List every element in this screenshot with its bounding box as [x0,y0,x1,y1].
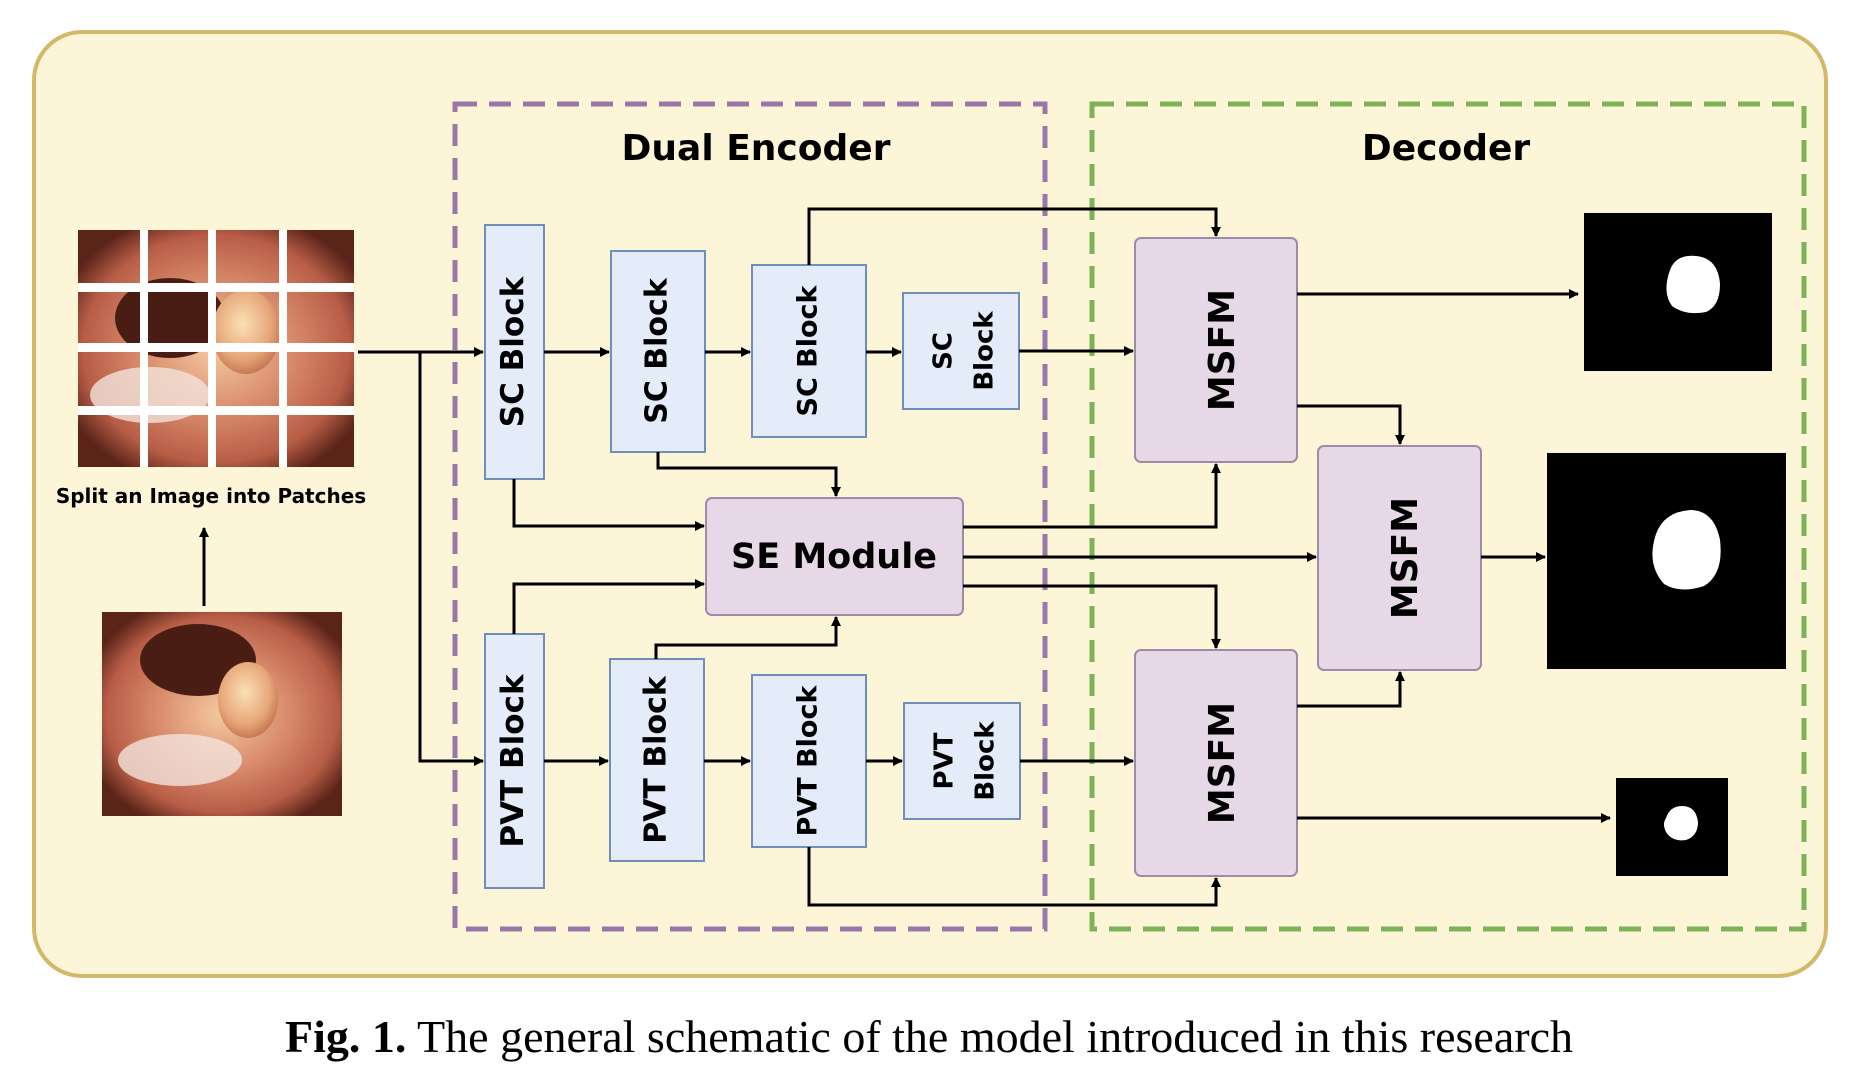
msfm-top-label: MSFM [1202,289,1243,411]
pvt-block-2: PVT Block [609,658,705,862]
arrow-msfm-top-to-middle [1297,404,1405,445]
arrow-input-to-pvt1 [418,352,484,766]
sc-block-4: SC Block [902,292,1020,410]
sc-block-3: SC Block [751,264,867,438]
arrow-sc3-to-msfm-top [807,207,1221,265]
patched-input-image [78,230,354,467]
figure-caption: Fig. 1. The general schematic of the mod… [0,1010,1858,1063]
arrow-sc1-to-se [512,479,705,531]
arrow-pvt3-to-msfm-bottom [807,847,1221,907]
output-mask-bottom [1616,778,1728,876]
encoder-group-title: Dual Encoder [622,128,891,169]
arrow-pvt1-to-se [512,579,705,634]
output-mask-middle [1547,453,1786,669]
sc-block-4-label-2: Block [970,311,1000,391]
arrow-se-to-msfm-top [963,463,1221,529]
sc-block-1-label: SC Block [495,275,531,427]
sc-block-4-label-1: SC [929,332,959,370]
pvt-block-4-label-1: PVT [930,732,960,789]
msfm-middle-label: MSFM [1385,497,1426,619]
arrow-pvt2-to-se [654,616,841,659]
pvt-block-4-label-2: Block [971,721,1001,801]
pvt-block-1: PVT Block [484,633,545,889]
sc-block-2-label: SC Block [640,277,675,424]
sc-block-2: SC Block [610,250,706,453]
decoder-group-title: Decoder [1362,128,1531,169]
msfm-bottom-label: MSFM [1202,702,1243,824]
arrow-se-to-msfm-bottom [963,584,1221,649]
msfm-middle: MSFM [1317,445,1482,671]
pvt-block-4: PVT Block [903,702,1021,820]
pvt-block-2-label: PVT Block [639,675,674,844]
se-module-label: SE Module [731,537,937,577]
pvt-block-3-label: PVT Block [793,685,824,837]
msfm-top: MSFM [1134,237,1298,463]
encoder-group-frame [452,101,1048,932]
decoder-group-frame [1089,101,1807,932]
output-mask-top [1584,213,1772,371]
patch-caption: Split an Image into Patches [56,484,366,508]
pvt-block-3: PVT Block [751,674,867,848]
arrow-sc2-to-se [656,452,841,497]
pvt-block-1-label: PVT Block [495,673,531,848]
figure-caption-label: Fig. 1. [285,1011,407,1062]
figure-caption-text: The general schematic of the model intro… [406,1011,1573,1062]
sc-block-1: SC Block [484,224,545,480]
original-input-image [102,612,342,816]
msfm-bottom: MSFM [1134,649,1298,877]
arrow-msfm-bottom-to-middle [1297,671,1405,708]
sc-block-3-label: SC Block [793,284,824,416]
se-module: SE Module [705,497,964,616]
